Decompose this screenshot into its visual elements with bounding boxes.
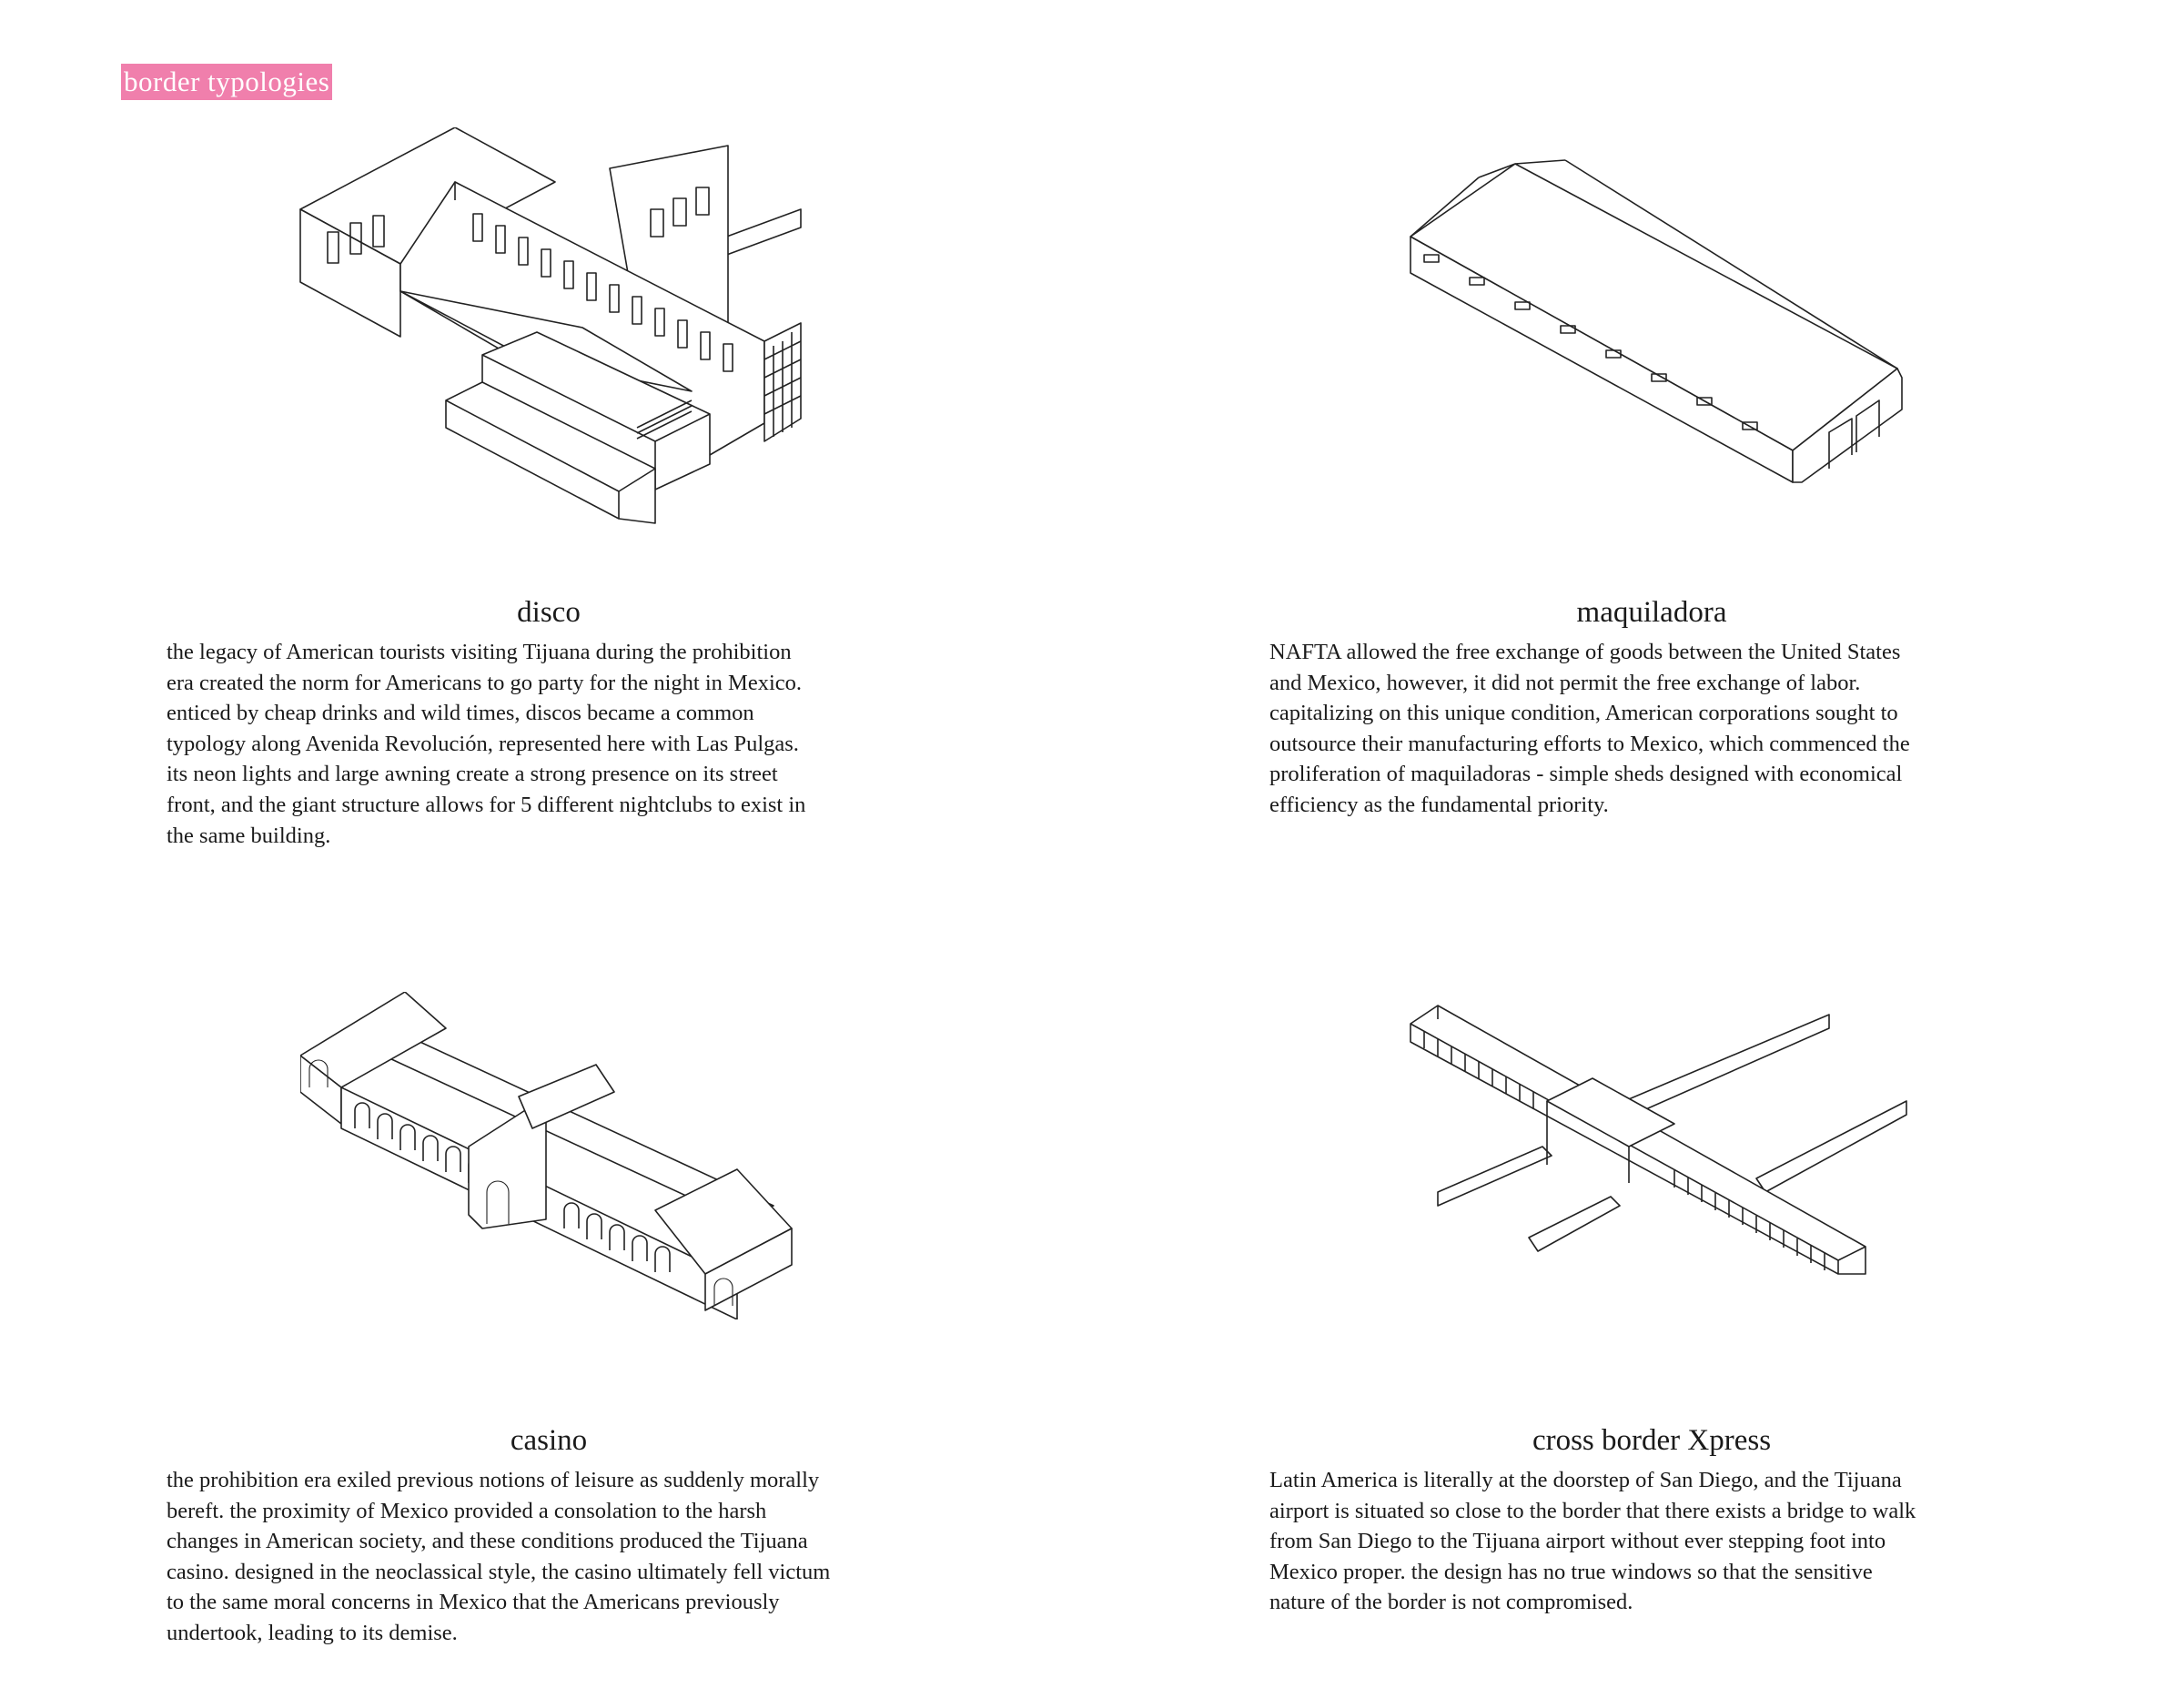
casino-drawing xyxy=(300,992,810,1319)
cross-border-xpress-drawing xyxy=(1401,1001,1911,1292)
typology-description: the prohibition era exiled previous noti… xyxy=(167,1468,831,1645)
typology-title: casino xyxy=(510,1424,588,1457)
typology-description: NAFTA allowed the free exchange of goods… xyxy=(1269,640,1910,817)
maquiladora-drawing xyxy=(1401,159,1911,487)
typology-title: cross border Xpress xyxy=(1532,1424,1772,1457)
typology-casino: casino the prohibition era exiled previo… xyxy=(167,1420,931,1649)
cross-border-xpress-isometric-icon xyxy=(1410,1005,1907,1275)
disco-drawing xyxy=(291,127,810,528)
typology-disco: disco the legacy of American tourists vi… xyxy=(167,591,931,851)
typology-description: Latin America is literally at the doorst… xyxy=(1269,1468,1916,1615)
typology-title: maquiladora xyxy=(1576,596,1727,629)
casino-isometric-icon xyxy=(300,992,793,1319)
typology-cross-border-xpress: cross border Xpress Latin America is lit… xyxy=(1269,1420,2034,1618)
typology-maquiladora: maquiladora NAFTA allowed the free excha… xyxy=(1269,591,2034,821)
maquiladora-isometric-icon xyxy=(1410,159,1903,483)
typology-description: the legacy of American tourists visiting… xyxy=(167,640,806,848)
typology-title: disco xyxy=(517,596,581,629)
disco-isometric-icon xyxy=(299,127,802,524)
section-label: border typologies xyxy=(121,64,333,100)
